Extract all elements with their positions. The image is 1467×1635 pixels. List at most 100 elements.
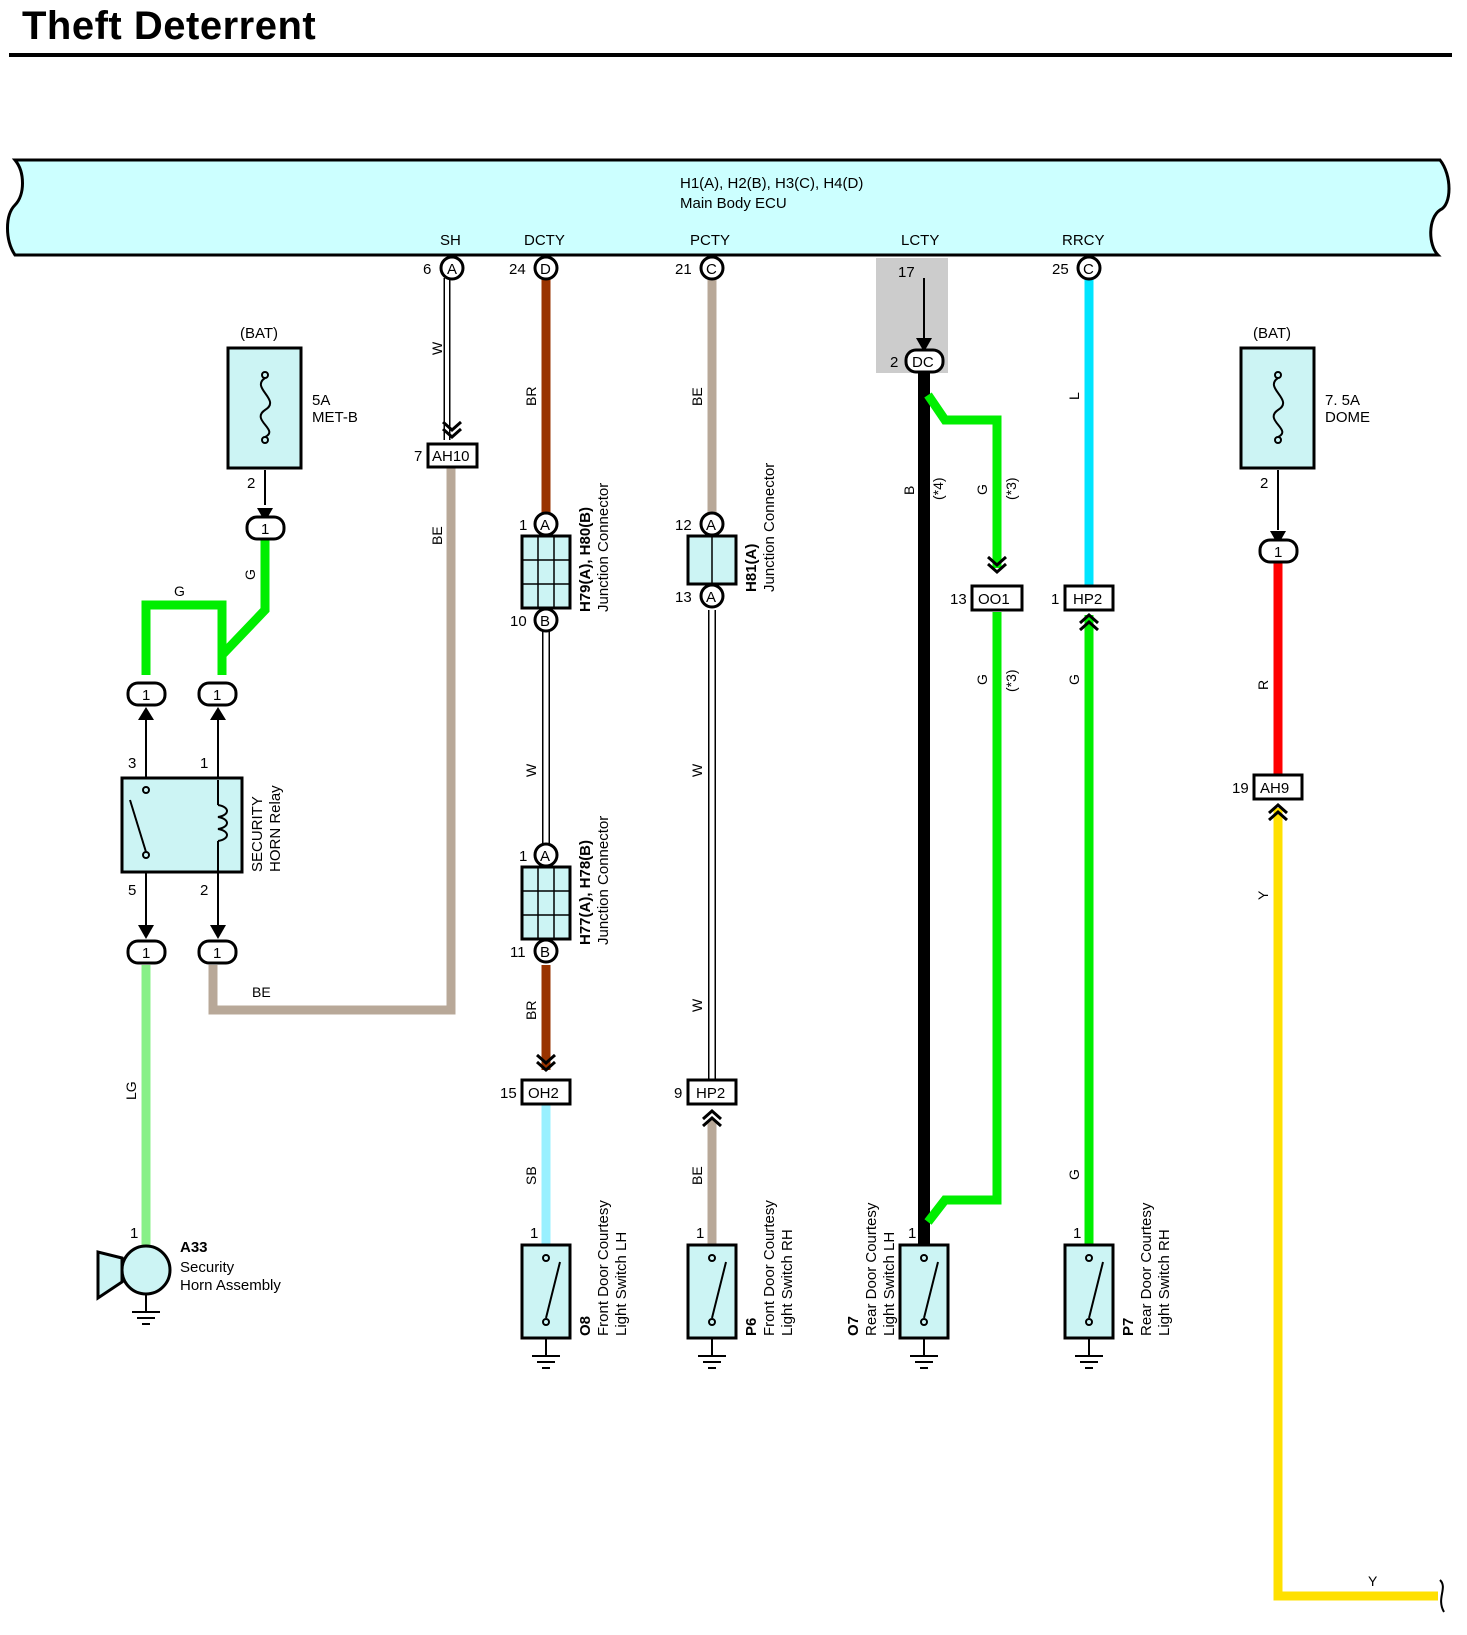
dc-name: DC [912,354,934,371]
wire-met-g [217,540,270,675]
relay-arrow-up-left-icon [138,707,154,720]
h81-pin-top: 12 [675,517,692,534]
connector-oo1: OO1 13 [950,584,1024,612]
terminal-sh-conn: A [447,261,457,278]
security-horn-relay: 3 1 5 2 SECURITY HORN Relay [120,720,284,925]
relay-conn-bl-label: 1 [142,945,150,962]
o8-name-2: Light Switch LH [613,1232,630,1336]
switch-p6: 1 P6 Front Door Courtesy Light Switch RH [686,1200,796,1369]
h77-desc: Junction Connector [595,816,612,945]
wire-color-labels: W BE BE BR W BR SB BE W W BE B (*4) G (*… [123,341,1378,1589]
fuse-dome: (BAT) 7. 5A DOME 2 [1239,325,1370,492]
connector-fuse-left: 1 [245,515,286,541]
relay-pin5: 5 [128,882,136,899]
ah10-pin: 7 [414,448,422,465]
terminal-pcty-conn: C [706,261,717,278]
lbl-hp2-be: BE [689,1166,705,1185]
fuse-right-rating: 7. 5A [1325,392,1360,409]
ecu-box [6,158,1451,257]
o7-code: O7 [845,1316,862,1336]
lbl-lcty-note3a: (*3) [1003,477,1019,500]
junction-h79-h80: A 1 B 10 H79(A), H80(B) Junction Connect… [510,483,612,633]
connector-oh2: OH2 15 [500,1078,572,1106]
dc-pin: 2 [890,354,898,371]
lbl-met-g1: G [242,569,258,580]
relay-arrow-up-right-icon [210,707,226,720]
connector-fuse-right: 1 [1258,538,1299,564]
lbl-lcty-g1: G [974,484,990,495]
h77-conn-top: A [540,848,550,865]
lbl-oo1-g: G [974,674,990,685]
p7-name-1: Rear Door Courtesy [1138,1202,1155,1336]
o7-pin: 1 [908,1225,916,1242]
h81-conn-bot: A [706,589,716,606]
terminal-lcty-pin: 17 [898,264,915,281]
wire-lcty-g-top [924,392,1002,568]
hp2-top-name: HP2 [1073,591,1102,608]
terminal-pcty-label: PCTY [690,232,730,249]
oo1-name: OO1 [978,591,1010,608]
relay-arrow-down-left-icon [138,925,154,939]
fuse-right-conn: 1 [1274,544,1282,561]
horn-name-1: Security [180,1259,235,1276]
relay-pin3: 3 [128,755,136,772]
lbl-dcty-br: BR [523,387,539,406]
fuse-left-source: (BAT) [240,325,278,342]
fuse-right-pin: 2 [1260,475,1268,492]
o8-ground-icon [531,1337,561,1369]
lbl-oh2-sb: SB [523,1166,539,1185]
ecu-name: Main Body ECU [680,195,787,212]
h79-conn-top: A [540,517,550,534]
hp2-top-pin: 1 [1051,591,1059,608]
connector-ah9: AH9 19 [1232,773,1304,801]
switch-o7: 1 O7 Rear Door Courtesy Light Switch LH [845,1202,950,1369]
terminal-dcty-conn: D [540,261,551,278]
h79-name: H79(A), H80(B) [577,507,594,612]
relay-conn-br-label: 1 [213,945,221,962]
fuse-left-icon [259,377,272,438]
p6-ground-icon [697,1337,727,1369]
switch-o8: 1 O8 Front Door Courtesy Light Switch LH [520,1200,630,1369]
lbl-relay-be: BE [252,984,271,1000]
fuse-left-rating: 5A [312,392,330,409]
relay-pin2: 2 [200,882,208,899]
h81-conn-top: A [706,517,716,534]
oh2-pin: 15 [500,1085,517,1102]
lbl-rrcy-l: L [1066,392,1082,400]
relay-pin1: 1 [200,755,208,772]
horn-code: A33 [180,1239,208,1256]
p6-name-2: Light Switch RH [779,1229,796,1336]
lbl-y-horizontal: Y [1368,1573,1378,1589]
terminal-rrcy-conn: C [1083,261,1094,278]
lbl-hp2-g1: G [1066,674,1082,685]
terminal-dcty-label: DCTY [524,232,565,249]
ecu-terminal-sh: A 6 [423,255,465,281]
p7-pin: 1 [1073,1225,1081,1242]
h79-conn-bot: B [540,613,550,630]
wire-ah9-y [1273,808,1438,1601]
lbl-lcty-b: B [901,486,917,495]
horn-pin: 1 [130,1225,138,1242]
horn-ground-icon [131,1293,161,1325]
relay-name-1: SECURITY [249,796,266,872]
terminal-rrcy-pin: 25 [1052,261,1069,278]
ah9-name: AH9 [1260,780,1289,797]
relay-conn-bot-left: 1 [126,939,167,965]
o7-name-2: Light Switch LH [881,1232,898,1336]
p6-pin: 1 [696,1225,704,1242]
p6-switch-icon [711,1261,727,1319]
relay-conn-top-left: 1 [126,681,167,707]
wire-break-mark [1439,1579,1445,1613]
ecu-terminal-pcty: C 21 [675,255,725,281]
wire-ah10-be [208,465,456,1015]
fuse-right-name: DOME [1325,409,1370,426]
security-horn-assembly: 1 A33 Security Horn Assembly [96,1225,281,1325]
p6-code: P6 [743,1318,760,1336]
junction-h77-h78: A 1 B 11 H77(A), H78(B) Junction Connect… [510,816,612,964]
h77-pin-top: 1 [519,848,527,865]
terminal-dcty-pin: 24 [509,261,526,278]
ecu-connectors: H1(A), H2(B), H3(C), H4(D) [680,175,863,192]
relay-coil-icon [217,804,228,842]
p7-name-2: Light Switch RH [1156,1229,1173,1336]
lbl-horn-lg: LG [123,1081,139,1100]
